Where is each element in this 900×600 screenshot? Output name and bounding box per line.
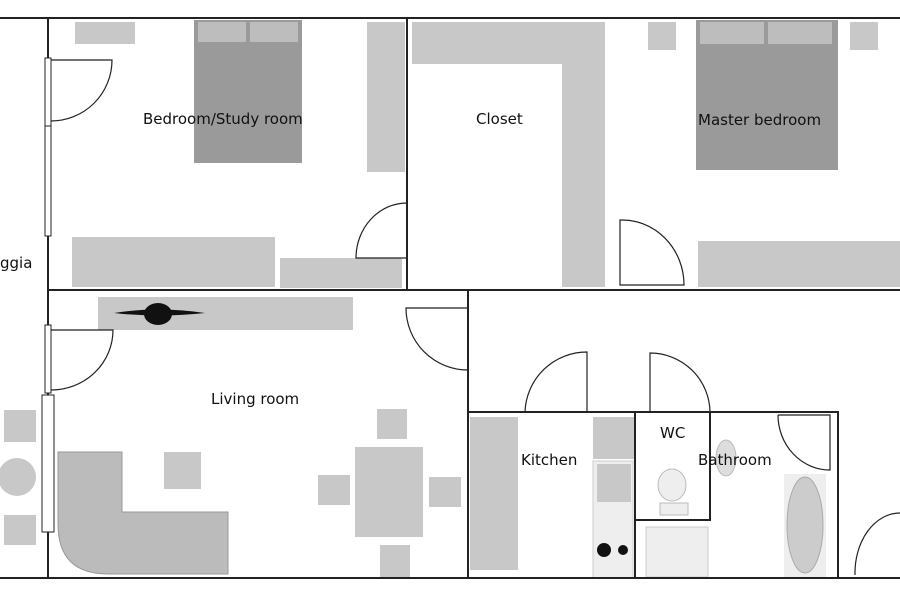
desk bbox=[72, 237, 275, 287]
room-label-master-bedroom: Master bedroom bbox=[698, 111, 821, 129]
room-label-living-room: Living room bbox=[211, 390, 299, 408]
room-label-wc: WC bbox=[660, 424, 685, 442]
nightstand bbox=[75, 22, 135, 44]
door[interactable] bbox=[50, 329, 114, 391]
door[interactable] bbox=[405, 307, 469, 371]
furniture bbox=[0, 20, 900, 579]
bed bbox=[194, 20, 302, 163]
chair bbox=[318, 475, 350, 505]
room-label-kitchen: Kitchen bbox=[521, 451, 577, 469]
wardrobe bbox=[367, 22, 405, 172]
loggia-table bbox=[0, 458, 36, 496]
window bbox=[44, 125, 52, 237]
chair bbox=[429, 477, 461, 507]
kitchen-counter bbox=[470, 417, 518, 570]
shelf bbox=[280, 258, 402, 288]
kitchen-door[interactable] bbox=[524, 351, 588, 413]
door[interactable] bbox=[619, 219, 685, 286]
dining-table bbox=[355, 447, 423, 537]
washbasin bbox=[715, 439, 737, 477]
entrance-door[interactable] bbox=[854, 512, 900, 576]
sink bbox=[597, 464, 631, 502]
wc-door[interactable] bbox=[649, 352, 711, 413]
bathtub bbox=[786, 476, 824, 574]
shower bbox=[645, 526, 709, 578]
toilet bbox=[657, 468, 687, 502]
room-label-loggia: ggia bbox=[0, 254, 32, 272]
nightstand bbox=[850, 22, 878, 50]
chair bbox=[380, 545, 410, 577]
ottoman bbox=[164, 452, 201, 489]
room-label-closet: Closet bbox=[476, 110, 523, 128]
closet-shelf-side bbox=[562, 22, 605, 287]
dresser bbox=[698, 241, 900, 287]
nightstand bbox=[648, 22, 676, 50]
room-label-bathroom: Bathroom bbox=[698, 451, 772, 469]
chair bbox=[377, 409, 407, 439]
window bbox=[41, 394, 55, 533]
loggia-chair bbox=[4, 515, 36, 545]
doors[interactable] bbox=[50, 59, 900, 576]
master-bed bbox=[696, 20, 838, 170]
door[interactable] bbox=[50, 59, 113, 122]
sofa bbox=[57, 451, 229, 575]
counter bbox=[593, 417, 635, 459]
bathroom-door[interactable] bbox=[777, 414, 831, 471]
room-label-bedroom-study: Bedroom/Study room bbox=[143, 110, 303, 128]
loggia-chair bbox=[4, 410, 36, 442]
window bbox=[44, 57, 52, 127]
door[interactable] bbox=[355, 202, 408, 259]
window bbox=[44, 324, 52, 394]
